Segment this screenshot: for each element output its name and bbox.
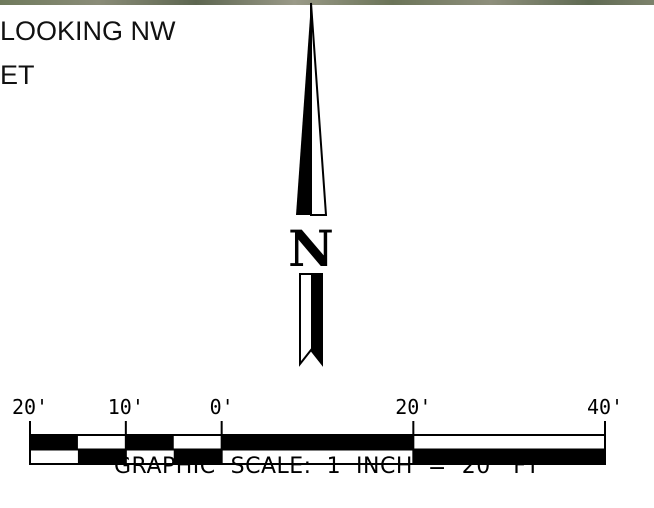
scale-block [125, 435, 174, 450]
aerial-photo-edge [0, 0, 654, 5]
scale-tick-label: 20' [12, 395, 48, 419]
north-arrow-top-left-half [296, 3, 311, 215]
scale-tick-label: 20' [395, 395, 431, 419]
north-arrow-tail-fill [311, 274, 322, 364]
north-arrow-icon: N [288, 2, 334, 367]
scale-block [413, 449, 605, 464]
north-arrow-top-right-half [310, 2, 328, 216]
photo-caption-line-2: ET [0, 60, 35, 90]
scale-block [77, 449, 126, 464]
north-letter: N [288, 219, 334, 278]
scale-tick-label: 0' [210, 395, 234, 419]
scale-block [30, 435, 78, 450]
scale-block [173, 449, 222, 464]
scale-block [221, 435, 414, 450]
photo-caption-line-1: LOOKING NW [0, 16, 176, 46]
graphic-scale-bar: 20' 10' 0' 20' 40' [12, 395, 623, 465]
scale-tick-label: 10' [108, 395, 144, 419]
graphic-scale-caption: GRAPHIC SCALE: 1 INCH = 20 FT [114, 454, 540, 479]
scale-tick-label: 40' [587, 395, 623, 419]
